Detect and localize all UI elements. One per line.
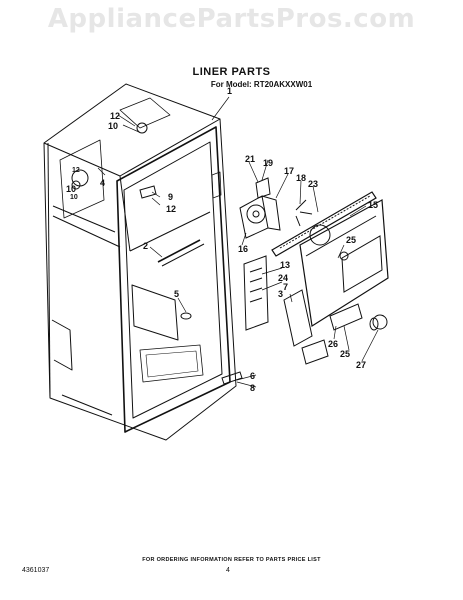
model-subtitle: For Model: RT20AKXXW01 xyxy=(210,80,313,89)
callout-numbers: 1 2 3 4 5 6 7 8 9 10 12 13 15 16 17 18 1… xyxy=(66,86,378,393)
callout-5: 5 xyxy=(174,289,179,299)
callout-8: 8 xyxy=(250,383,255,393)
diagram-title: LINER PARTS xyxy=(192,66,271,78)
leader-lines xyxy=(97,96,379,388)
callout-27: 27 xyxy=(356,360,366,370)
callout-2: 2 xyxy=(143,241,148,251)
evaporator-cover-assembly xyxy=(239,177,389,365)
callout-16: 16 xyxy=(238,244,248,254)
callout-13: 13 xyxy=(280,260,290,270)
callout-12: 12 xyxy=(166,204,176,214)
callout-10: 10 xyxy=(108,121,118,131)
callout-17: 17 xyxy=(284,166,294,176)
callout-4: 4 xyxy=(100,178,105,188)
callout-7: 7 xyxy=(283,282,288,292)
callout-18: 18 xyxy=(296,173,306,183)
callout-6: 6 xyxy=(250,371,255,381)
callout-10-left: 10 xyxy=(66,184,76,194)
callout-25-upper: 25 xyxy=(346,235,356,245)
callout-24: 24 xyxy=(278,273,288,283)
ordering-note: FOR ORDERING INFORMATION REFER TO PARTS … xyxy=(142,557,321,563)
callout-25-lower: 25 xyxy=(340,349,350,359)
callout-15: 15 xyxy=(368,200,378,210)
callout-10-small: 10 xyxy=(70,194,78,201)
site-watermark: AppliancePartsPros.com xyxy=(47,4,416,34)
callout-3: 3 xyxy=(278,289,283,299)
callout-9: 9 xyxy=(168,192,173,202)
small-parts xyxy=(139,185,243,385)
callout-19: 19 xyxy=(263,158,273,168)
callout-12-top: 12 xyxy=(110,111,120,121)
callout-23: 23 xyxy=(308,179,318,189)
callout-12-small: 12 xyxy=(72,167,80,174)
liner-cabinet xyxy=(43,83,237,441)
callout-21: 21 xyxy=(245,154,255,164)
page-number: 4 xyxy=(226,567,230,574)
callout-26: 26 xyxy=(328,339,338,349)
callout-1: 1 xyxy=(227,86,232,96)
document-number: 4361037 xyxy=(22,567,50,574)
